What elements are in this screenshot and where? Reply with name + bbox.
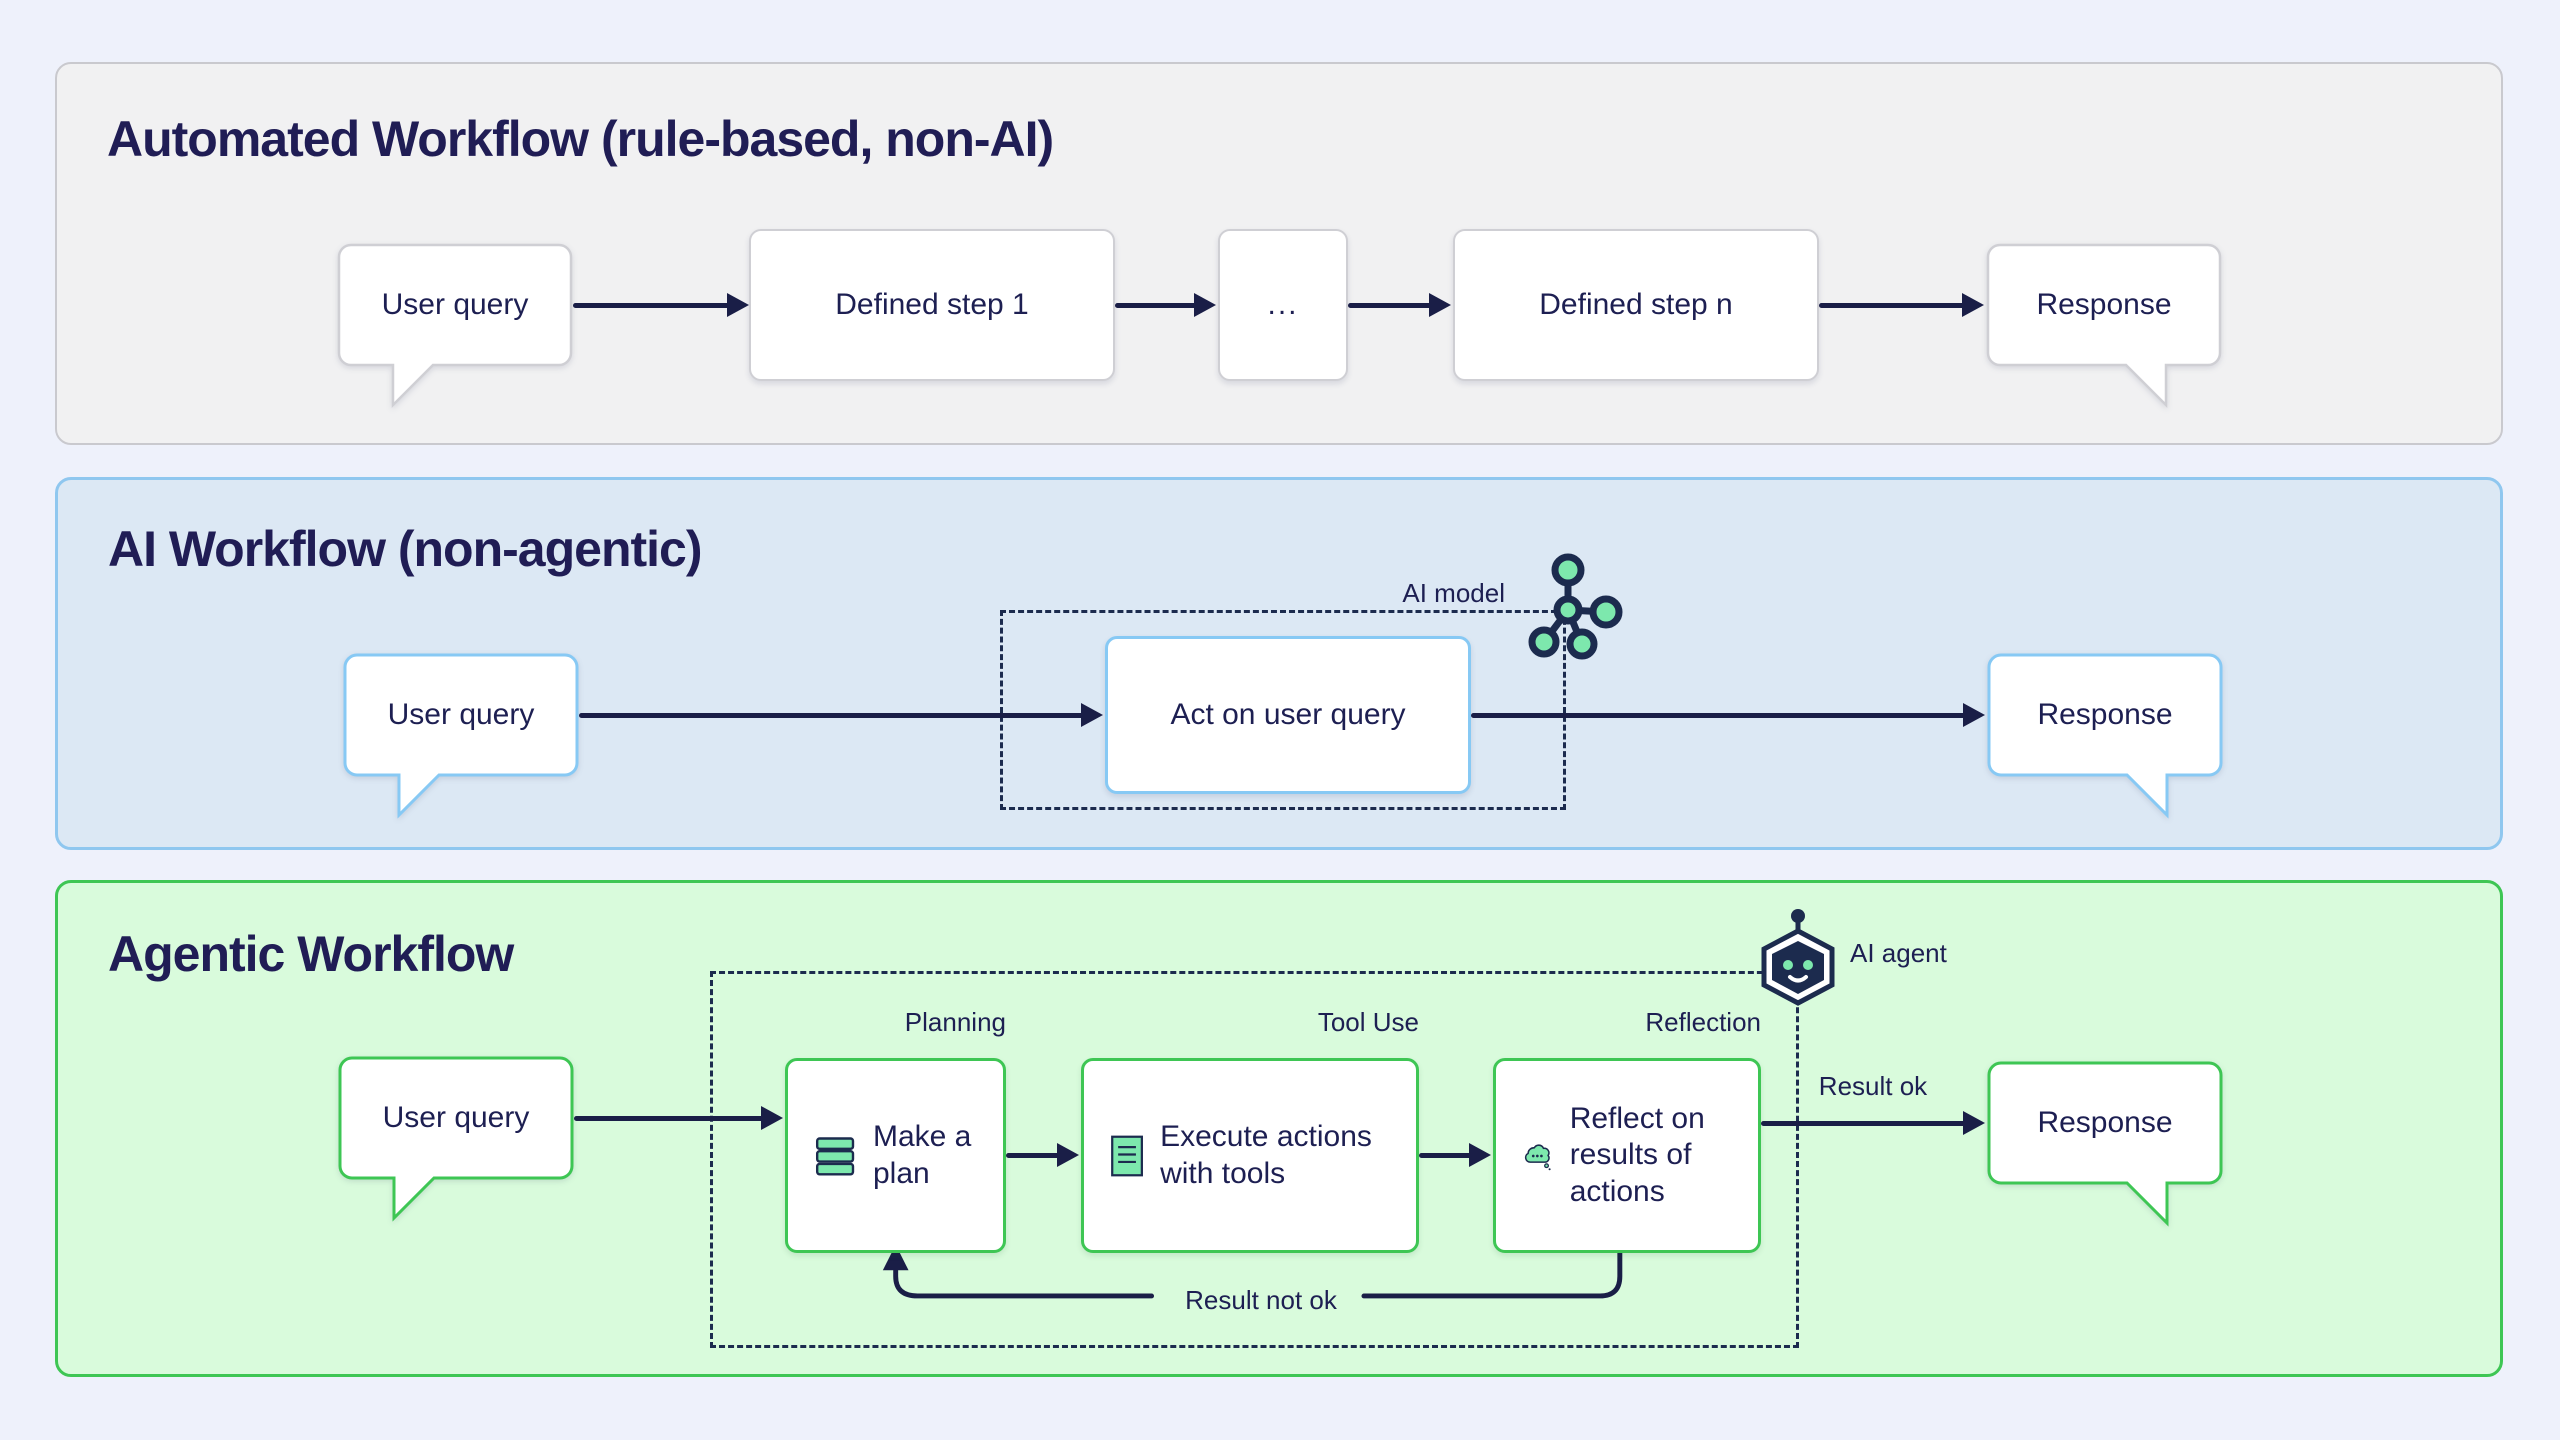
arrow-head	[1469, 1143, 1491, 1167]
arrow-userquery-to-step1	[573, 293, 749, 317]
arrow-head	[761, 1106, 783, 1130]
arrow-shaft	[573, 302, 731, 308]
arrow-dots-to-stepn	[1348, 293, 1451, 317]
thought-cloud-icon	[1524, 1143, 1551, 1170]
node-label: Response	[2037, 1106, 2173, 1139]
node-execute-actions: Execute actions with tools	[1081, 1058, 1419, 1253]
node-label: Response	[2037, 698, 2173, 731]
ai-agent-boundary	[710, 971, 1799, 1348]
speech-bubble-right-icon	[1986, 243, 2222, 409]
panel-agentic-title: Agentic Workflow	[108, 926, 514, 982]
speech-bubble-left-icon	[337, 243, 573, 409]
arrow-head	[1963, 703, 1985, 727]
arrow-shaft	[1006, 1152, 1061, 1158]
speech-bubble-left-icon	[343, 653, 579, 819]
arrow-shaft	[1471, 712, 1967, 718]
node-label: ...	[1267, 288, 1299, 321]
speech-bubble-right-icon	[1987, 1061, 2223, 1227]
node-label: Defined step 1	[835, 288, 1029, 321]
stage-label-tool-use: Tool Use	[1317, 1007, 1419, 1037]
plan-list-icon	[815, 1136, 855, 1175]
panel-agentic: Agentic Workflow Result not ok AI ag	[55, 880, 2503, 1377]
node-act-on-user-query: Act on user query	[1105, 636, 1471, 794]
document-icon	[1111, 1135, 1143, 1176]
arrow-shaft	[579, 712, 1085, 718]
arrow-head	[1057, 1143, 1079, 1167]
node-user-query-ai: User query	[343, 653, 579, 821]
node-label: User query	[381, 288, 529, 321]
node-response-ai: Response	[1987, 653, 2223, 821]
arrow-userquery-to-act	[579, 703, 1103, 727]
ai-model-label: AI model	[1402, 578, 1505, 608]
node-defined-step-n: Defined step n	[1453, 229, 1819, 381]
node-label: Act on user query	[1170, 698, 1406, 731]
node-user-query-automated: User query	[337, 243, 573, 411]
arrow-shaft	[1348, 302, 1433, 308]
node-reflect-on-results: Reflect on results of actions	[1493, 1058, 1761, 1253]
arrow-head	[1962, 293, 1984, 317]
node-label: Response	[2036, 288, 2172, 321]
arrow-shaft	[1115, 302, 1198, 308]
node-response-agentic: Response	[1987, 1061, 2223, 1229]
node-label: Make a plan	[872, 1119, 972, 1190]
arrow-reflect-to-response	[1761, 1111, 1985, 1135]
stage-label-planning: Planning	[904, 1007, 1006, 1037]
panel-automated: Automated Workflow (rule-based, non-AI) …	[55, 62, 2503, 445]
node-defined-step-1: Defined step 1	[749, 229, 1115, 381]
arrow-plan-to-execute	[1006, 1143, 1079, 1167]
arrow-shaft	[574, 1115, 765, 1121]
arrow-head	[727, 293, 749, 317]
arrow-head	[1963, 1111, 1985, 1135]
arrow-shaft	[1761, 1120, 1967, 1126]
arrow-shaft	[1819, 302, 1966, 308]
arrow-step1-to-dots	[1115, 293, 1216, 317]
arrow-head	[1194, 293, 1216, 317]
panel-ai-title: AI Workflow (non-agentic)	[108, 521, 702, 577]
node-label: Defined step n	[1539, 288, 1733, 321]
ai-model-boundary	[1000, 610, 1566, 810]
feedback-loop-line	[882, 1244, 1623, 1299]
arrow-shaft	[1419, 1152, 1473, 1158]
ai-agent-robot-icon	[1750, 905, 1846, 1015]
stage-label-reflection: Reflection	[1645, 1007, 1761, 1037]
arrow-execute-to-reflect	[1419, 1143, 1491, 1167]
arrow-head	[1429, 293, 1451, 317]
node-label: Reflect on results of actions	[1569, 1101, 1705, 1208]
node-label: User query	[382, 1101, 530, 1134]
ai-agent-label: AI agent	[1850, 938, 1947, 968]
arrow-stepn-to-response	[1819, 293, 1984, 317]
speech-bubble-left-icon	[338, 1056, 574, 1222]
arrow-userquery-to-plan	[574, 1106, 783, 1130]
result-ok-label: Result ok	[1818, 1071, 1928, 1101]
arrow-act-to-response	[1471, 703, 1985, 727]
node-user-query-agentic: User query	[338, 1056, 574, 1224]
node-ellipsis: ...	[1218, 229, 1348, 381]
panel-automated-title: Automated Workflow (rule-based, non-AI)	[107, 111, 1054, 167]
ai-model-molecule-icon	[1506, 538, 1626, 668]
node-label: Execute actions with tools	[1160, 1119, 1372, 1190]
arrow-head	[1081, 703, 1103, 727]
node-make-a-plan: Make a plan	[785, 1058, 1006, 1253]
panel-ai-workflow: AI Workflow (non-agentic) AI model	[55, 477, 2503, 850]
speech-bubble-right-icon	[1987, 653, 2223, 819]
result-not-ok-label: Result not ok	[1185, 1285, 1337, 1315]
node-response-automated: Response	[1986, 243, 2222, 411]
node-label: User query	[387, 698, 535, 731]
